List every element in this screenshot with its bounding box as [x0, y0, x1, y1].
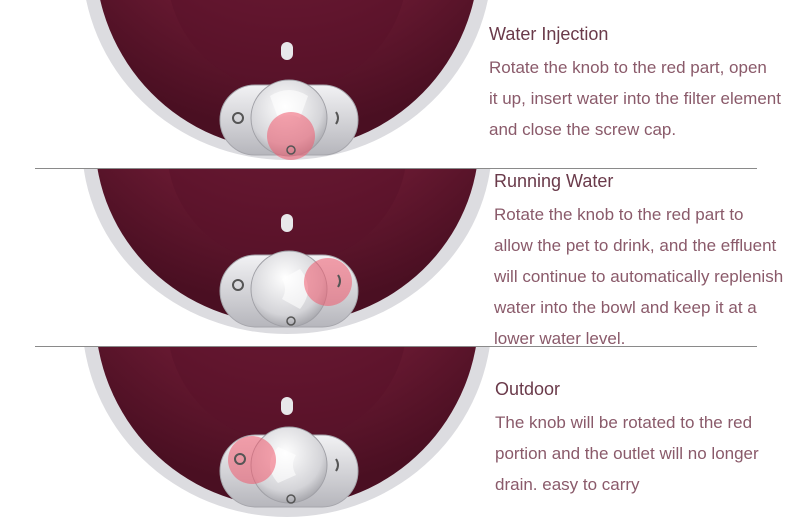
outlet-icon [286, 494, 296, 504]
fountain-illustration-running [83, 169, 491, 334]
spout [281, 397, 293, 415]
spout [281, 214, 293, 232]
section-running-water: Running Water Rotate the knob to the red… [494, 171, 800, 346]
section-line: drain. easy to carry [495, 475, 640, 494]
section-line: water into the bowl and keep it at a [494, 298, 757, 317]
knob-grip [282, 269, 308, 309]
section-line: and close the screw cap. [489, 120, 677, 139]
drop-lock-icon [234, 453, 246, 465]
knob-grip [270, 447, 296, 483]
drop-flow-icon [335, 111, 339, 125]
panel-water-injection: Water Injection Rotate the knob to the r… [0, 0, 800, 168]
red-highlight [228, 436, 276, 484]
section-line: allow the pet to drink, and the effluent [494, 236, 777, 255]
knob-grip [270, 90, 308, 118]
inner-bowl [169, 347, 405, 442]
section-line: it up, insert water into the filter elem… [489, 89, 781, 108]
section-line: lower water level. [494, 329, 626, 346]
red-highlight [267, 112, 315, 160]
drop-lock-icon [232, 279, 244, 291]
panel-outdoor: Outdoor The knob will be rotated to the … [0, 347, 800, 521]
section-line: portion and the outlet will no longer [495, 444, 759, 463]
section-line: will continue to automatically replenish [494, 267, 784, 286]
fountain-illustration-injection [86, 0, 488, 160]
drop-flow-icon [335, 458, 339, 472]
section-title: Running Water [494, 171, 614, 191]
drop-flow-icon [337, 274, 341, 288]
outlet-icon [286, 145, 296, 155]
section-outdoor: Outdoor The knob will be rotated to the … [495, 379, 795, 500]
spout [281, 42, 293, 60]
section-line: Rotate the knob to the red part, open [489, 58, 767, 77]
panel-running-water: Running Water Rotate the knob to the red… [0, 169, 800, 346]
section-line: Rotate the knob to the red part to [494, 205, 744, 224]
section-title: Water Injection [489, 24, 609, 44]
section-line: The knob will be rotated to the red [495, 413, 753, 432]
section-water-injection: Water Injection Rotate the knob to the r… [489, 24, 800, 145]
red-highlight [304, 258, 352, 306]
fountain-illustration-outdoor [84, 347, 490, 517]
section-title: Outdoor [495, 379, 561, 399]
outlet-icon [286, 316, 296, 326]
drop-lock-icon [232, 112, 244, 124]
